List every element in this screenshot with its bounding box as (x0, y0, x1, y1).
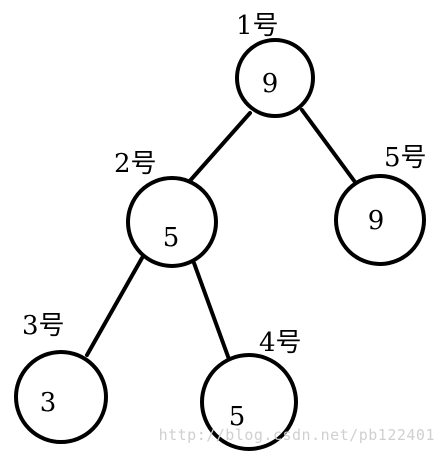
node-4: 5 4号 (200, 328, 302, 451)
node-2-value: 5 (163, 223, 180, 253)
node-2-label: 2号 (114, 149, 157, 179)
node-3-label: 3号 (22, 311, 65, 341)
watermark: http://blog.csdn.net/pb122401 (159, 426, 435, 444)
node-1-value: 9 (262, 69, 279, 99)
edge-2-4 (192, 261, 232, 364)
node-2-circle (126, 176, 218, 268)
node-3-value: 3 (40, 388, 57, 418)
edge-1-5 (300, 108, 357, 184)
edge-1-2 (186, 111, 252, 185)
edges (85, 108, 357, 364)
node-4-value: 5 (229, 402, 246, 432)
node-2: 5 2号 (114, 149, 218, 268)
node-1-label: 1号 (236, 11, 279, 41)
node-5-label: 5号 (384, 143, 427, 173)
node-1: 9 1号 (235, 11, 315, 118)
node-5: 9 5号 (334, 143, 427, 266)
node-3: 3 3号 (14, 311, 108, 444)
node-5-value: 9 (368, 206, 385, 236)
node-4-circle (200, 353, 298, 451)
node-3-circle (14, 350, 108, 444)
node-4-label: 4号 (259, 328, 302, 358)
node-1-circle (235, 38, 315, 118)
node-5-circle (334, 174, 426, 266)
edge-2-3 (85, 256, 144, 357)
